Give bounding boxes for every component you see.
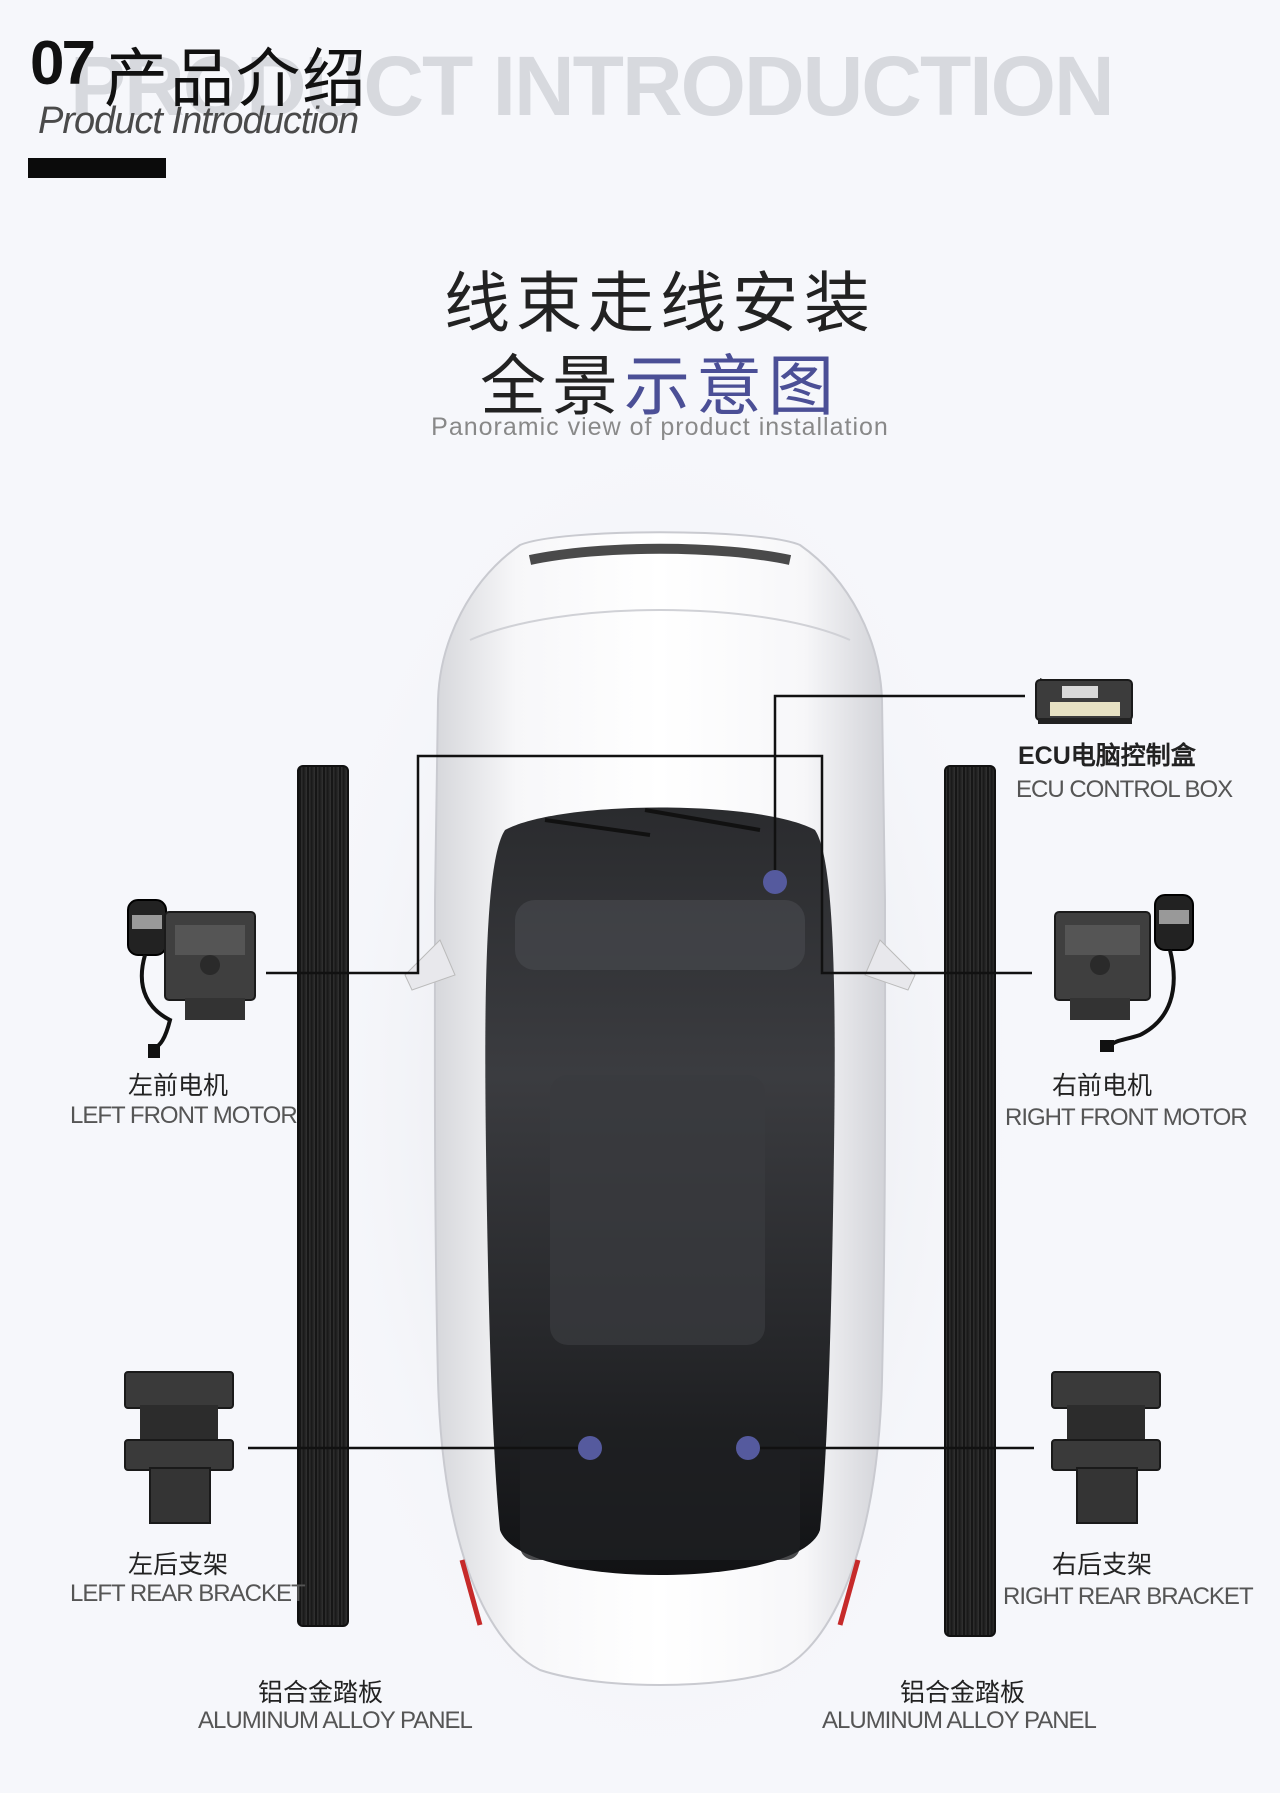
right-panel-label-en: ALUMINUM ALLOY PANEL bbox=[822, 1707, 1097, 1734]
right-front-motor-label-zh: 右前电机 bbox=[1052, 1072, 1153, 1100]
left-front-motor-image bbox=[127, 899, 256, 1058]
ecu-label-zh: ECU电脑控制盒 bbox=[1018, 742, 1196, 770]
section-title-zh: 产品介绍 bbox=[104, 43, 368, 115]
main-title-line1: 线束走线安装 bbox=[444, 266, 876, 340]
left-running-board bbox=[297, 765, 349, 1627]
header-watermark: PRODUCT INTRODUCTION bbox=[70, 39, 1115, 133]
car-illustration bbox=[404, 531, 916, 1686]
right-front-motor-label-en: RIGHT FRONT MOTOR bbox=[1005, 1104, 1248, 1131]
wiring-harness bbox=[248, 694, 1034, 1450]
left-front-motor-label-zh: 左前电机 bbox=[128, 1072, 229, 1100]
section-number: 07 bbox=[30, 29, 96, 98]
left-rear-bracket-image bbox=[124, 1371, 234, 1524]
right-running-board bbox=[944, 765, 996, 1637]
ecu-box-image bbox=[1035, 678, 1133, 724]
header-underline bbox=[28, 158, 166, 178]
left-front-motor-label-en: LEFT FRONT MOTOR bbox=[70, 1102, 298, 1129]
right-front-motor-image bbox=[1054, 894, 1194, 1052]
left-rear-bracket-label-en: LEFT REAR BRACKET bbox=[70, 1580, 306, 1607]
right-rear-bracket-label-zh: 右后支架 bbox=[1052, 1551, 1153, 1579]
left-panel-label-zh: 铝合金踏板 bbox=[258, 1679, 384, 1707]
left-rear-bracket-label-zh: 左后支架 bbox=[128, 1551, 229, 1579]
right-rear-marker bbox=[736, 1436, 760, 1460]
ecu-label-en: ECU CONTROL BOX bbox=[1016, 776, 1233, 803]
right-panel-label-zh: 铝合金踏板 bbox=[900, 1679, 1026, 1707]
left-panel-label-en: ALUMINUM ALLOY PANEL bbox=[198, 1707, 473, 1734]
section-title-en: Product Introduction bbox=[38, 100, 359, 142]
right-rear-bracket-label-en: RIGHT REAR BRACKET bbox=[1003, 1583, 1254, 1610]
ecu-marker bbox=[763, 870, 787, 894]
left-rear-marker bbox=[578, 1436, 602, 1460]
right-rear-bracket-image bbox=[1051, 1371, 1161, 1524]
